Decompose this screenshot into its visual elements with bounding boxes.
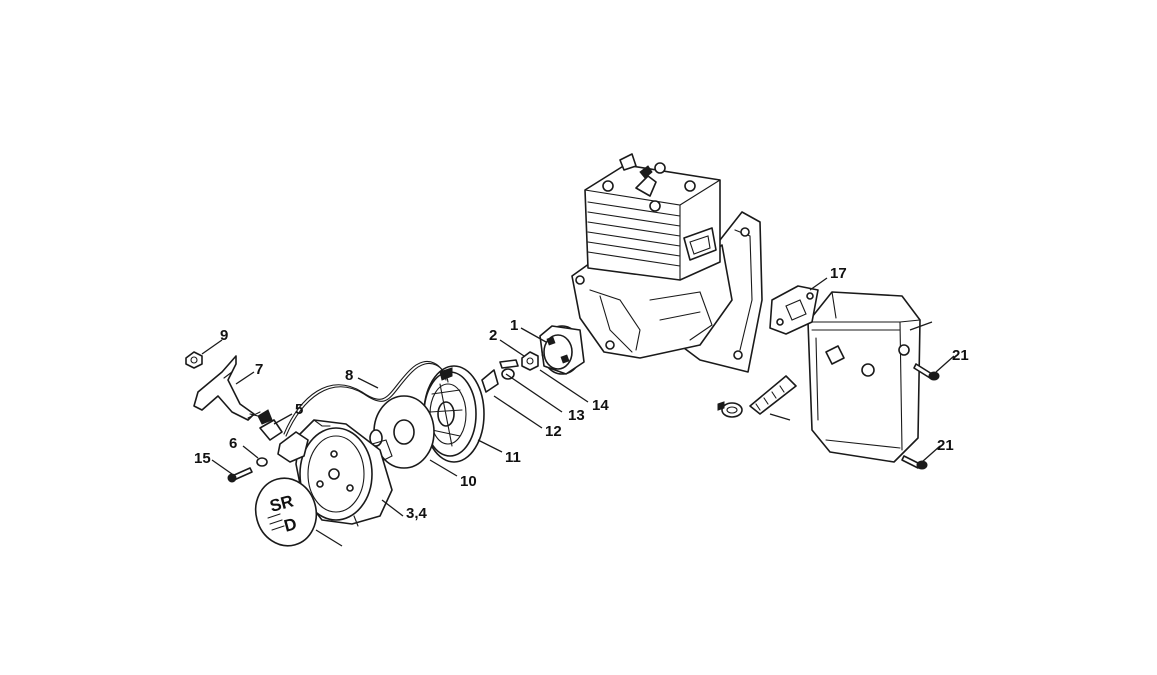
spark-arrestor-screw xyxy=(717,375,797,418)
muffler-screw-upper xyxy=(913,363,940,381)
pawl xyxy=(481,369,499,393)
logo-plate: SR D xyxy=(254,477,318,547)
callout-17: 17 xyxy=(830,265,847,282)
callout-5: 5 xyxy=(295,401,303,418)
rope-guide-bushing xyxy=(257,409,283,441)
pawl-carrier xyxy=(539,325,585,375)
logo-text-line2: D xyxy=(282,514,299,536)
grip-nut xyxy=(185,351,203,369)
callout-1: 1 xyxy=(510,317,518,334)
housing-screw xyxy=(227,467,253,483)
callout-13: 13 xyxy=(568,407,585,424)
callout-6: 6 xyxy=(229,435,237,452)
washer xyxy=(501,368,515,380)
callout-21-lower: 21 xyxy=(937,437,954,454)
starter-rope xyxy=(283,361,449,437)
callout-2: 2 xyxy=(489,327,497,344)
leader-lines xyxy=(201,277,955,547)
housing-washer xyxy=(256,457,268,467)
callout-21-upper: 21 xyxy=(952,347,969,364)
spring-clip xyxy=(499,359,519,369)
rewind-spring xyxy=(369,395,435,469)
nut xyxy=(521,351,539,371)
cylinder-crankcase xyxy=(571,153,763,373)
muffler xyxy=(807,291,921,463)
fan-housing xyxy=(277,419,393,527)
callout-7: 7 xyxy=(255,361,263,378)
callout-numbers: 1 2 3,4 5 6 7 8 9 10 11 12 13 14 15 17 2… xyxy=(194,265,969,522)
callout-8: 8 xyxy=(345,367,353,384)
muffler-screw-lower xyxy=(901,455,928,470)
callout-9: 9 xyxy=(220,327,228,344)
callout-12: 12 xyxy=(545,423,562,440)
callout-14: 14 xyxy=(592,397,609,414)
callout-15: 15 xyxy=(194,450,211,467)
rope-rotor xyxy=(423,365,485,463)
callout-10: 10 xyxy=(460,473,477,490)
callout-11: 11 xyxy=(505,449,521,466)
muffler-gasket xyxy=(769,285,819,335)
callout-3-4: 3,4 xyxy=(406,505,428,522)
starter-grip xyxy=(193,355,263,421)
